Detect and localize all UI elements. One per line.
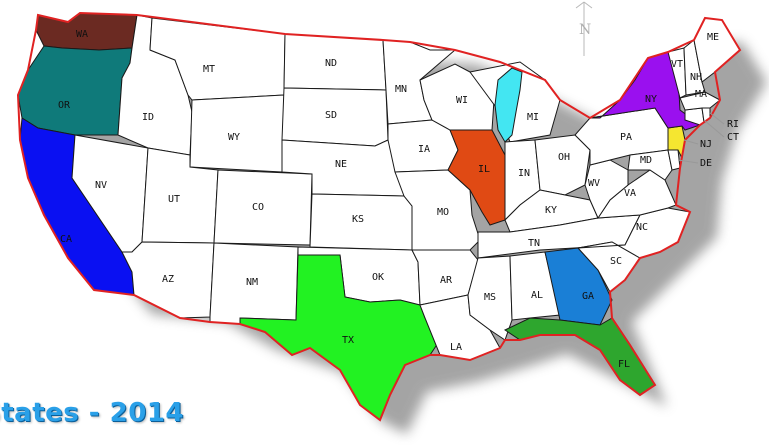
label-IL: IL [478, 164, 490, 175]
label-UT: UT [168, 194, 180, 205]
label-AZ: AZ [162, 274, 174, 285]
label-IA: IA [418, 144, 430, 155]
label-CO: CO [252, 202, 264, 213]
label-MN: MN [395, 84, 407, 95]
state-labels: WA OR CA ID NV MT WY UT AZ CO NM ND SD N… [58, 29, 739, 370]
label-KY: KY [545, 205, 557, 216]
country-outline [16, 11, 742, 422]
label-IN: IN [518, 168, 530, 179]
label-RI: RI [727, 119, 739, 130]
label-SD: SD [325, 110, 337, 121]
label-GA: GA [582, 291, 594, 302]
label-NC: NC [636, 222, 648, 233]
label-LA: LA [450, 342, 462, 353]
label-NJ: NJ [700, 139, 712, 150]
label-MT: MT [203, 64, 215, 75]
label-WY: WY [228, 132, 240, 143]
label-OR: OR [58, 100, 71, 111]
label-MS: MS [484, 292, 496, 303]
label-NM: NM [246, 277, 258, 288]
state-AL[interactable] [509, 251, 561, 321]
label-PA: PA [620, 132, 632, 143]
label-OK: OK [372, 272, 384, 283]
label-MA: MA [695, 89, 707, 100]
label-NY: NY [645, 94, 657, 105]
label-CT: CT [727, 132, 739, 143]
label-NV: NV [95, 180, 107, 191]
label-CA: CA [60, 234, 72, 245]
label-SC: SC [610, 256, 622, 267]
label-WV: WV [588, 178, 600, 189]
state-OR[interactable] [17, 45, 133, 136]
lake-michigan [494, 67, 523, 143]
label-FL: FL [618, 359, 630, 370]
label-ID: ID [142, 112, 154, 123]
label-WA: WA [76, 29, 88, 40]
label-AR: AR [440, 275, 453, 286]
states-group [17, 12, 741, 421]
label-MI: MI [527, 112, 539, 123]
label-VT: VT [671, 59, 683, 70]
compass-rose-icon: N [573, 0, 595, 58]
label-MO: MO [437, 207, 449, 218]
label-NE: NE [335, 159, 347, 170]
map-title: States - 2014 [0, 398, 184, 428]
label-ME: ME [707, 32, 719, 43]
state-OH[interactable] [534, 134, 591, 196]
label-OH: OH [558, 152, 570, 163]
label-WI: WI [456, 95, 468, 106]
label-TX: TX [342, 335, 354, 346]
label-KS: KS [352, 214, 364, 225]
label-TN: TN [528, 238, 540, 249]
label-DE: DE [700, 158, 712, 169]
label-AL: AL [531, 290, 543, 301]
label-VA: VA [624, 188, 636, 199]
state-IL[interactable] [447, 129, 506, 226]
leader-lines [677, 112, 725, 164]
label-NH: NH [690, 72, 702, 83]
compass-label: N [579, 22, 591, 38]
label-MD: MD [640, 155, 652, 166]
label-ND: ND [325, 58, 337, 69]
